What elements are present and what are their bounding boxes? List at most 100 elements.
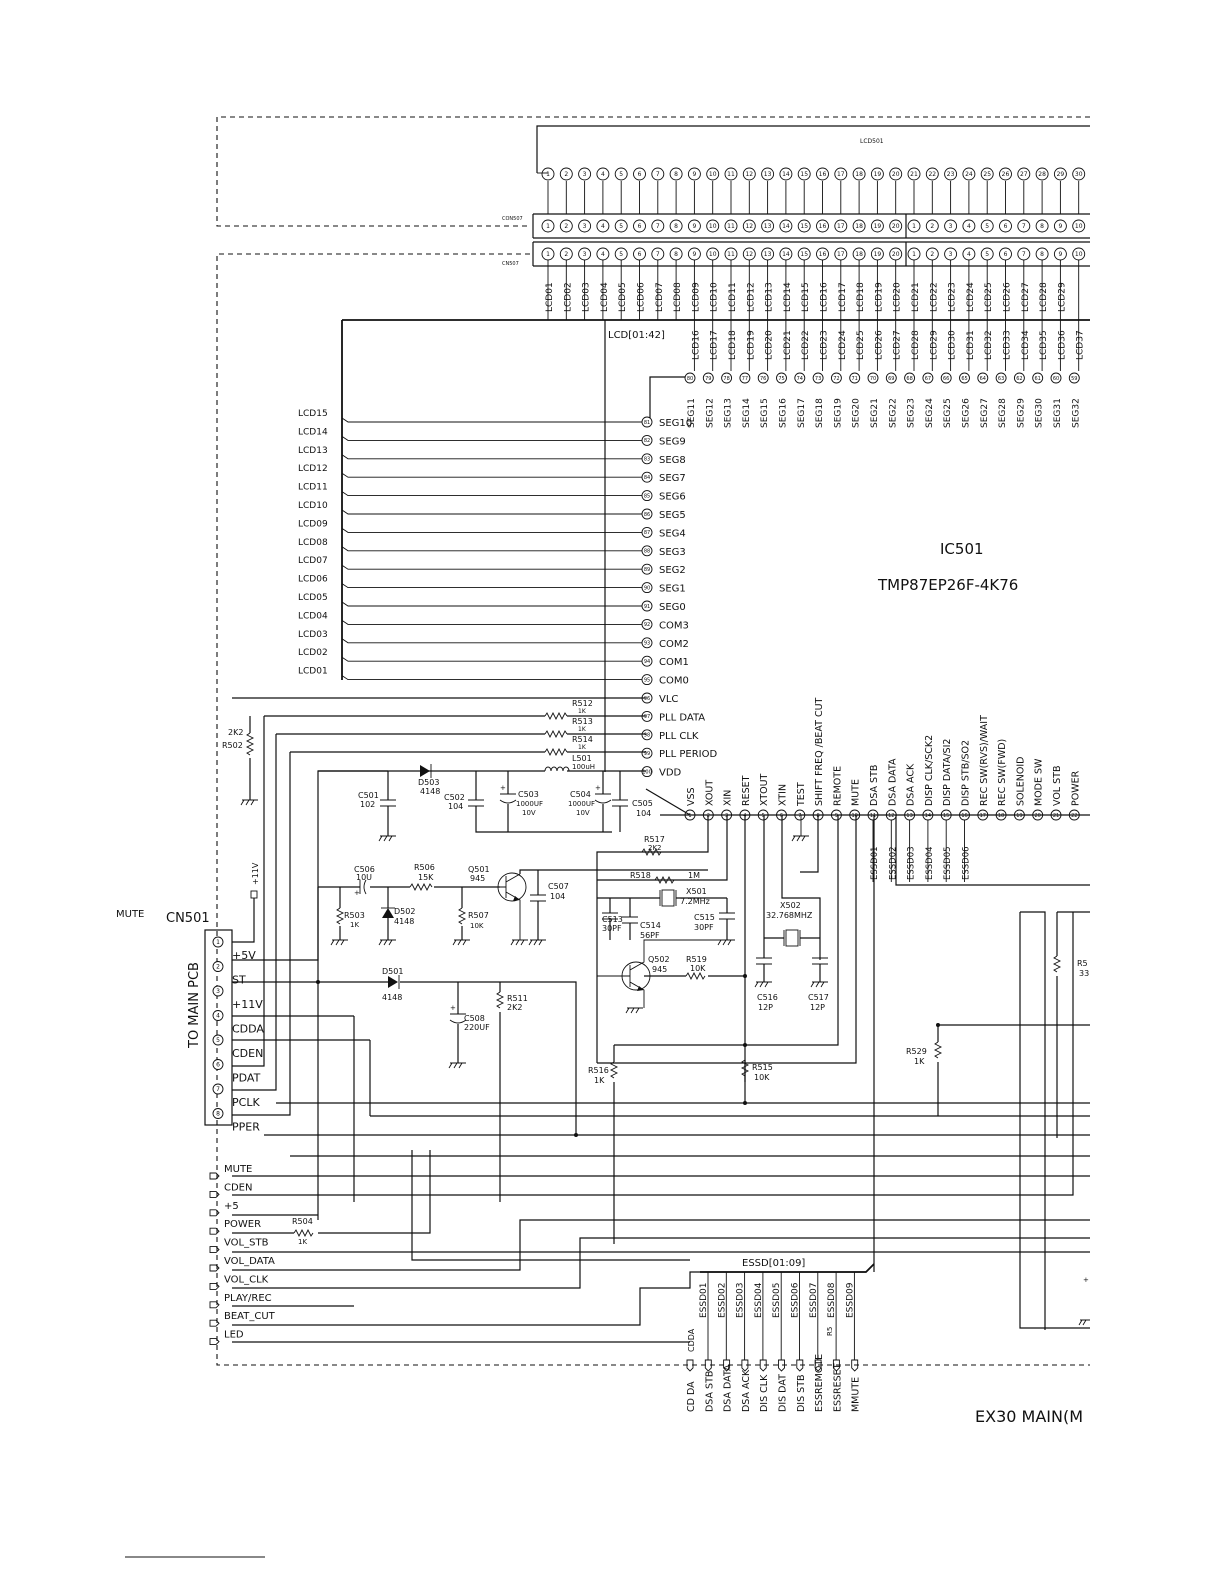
c504-ref: C504 xyxy=(570,790,591,799)
essd-line-label: ESSD02 xyxy=(717,1283,727,1319)
ic-top-pin-75-ring xyxy=(776,372,787,384)
ic-top-pin-66: 66 xyxy=(943,376,949,382)
lcd-net-upper: LCD27 xyxy=(1021,282,1031,312)
c505-ref: C505 xyxy=(632,799,653,808)
lcd-pin-16-ring xyxy=(816,167,829,181)
ic-left-pin-name: SEG6 xyxy=(659,492,686,503)
con507-pin-20: 20 xyxy=(892,223,900,230)
left-net-wire xyxy=(341,638,642,644)
oscillator-x501: R517 2K2 R518 1M X501 7.2MHz C513 30PF C… xyxy=(596,815,746,1103)
ic-bottom-pin-12: 12 xyxy=(888,813,894,819)
con507-pin-15-ring xyxy=(797,219,811,233)
l501-ref: L501 xyxy=(572,754,592,763)
con507-pin-20-ring xyxy=(889,219,903,233)
ic-top-pin-68: 68 xyxy=(906,376,912,382)
ic-top-pin-name: SEG14 xyxy=(742,398,752,428)
lcd-net-lower: LCD16 xyxy=(691,330,701,360)
ic-ref: IC501 xyxy=(940,540,984,558)
footer-title: EX30 MAIN(M xyxy=(975,1407,1083,1426)
cn507-pin-7: 7 xyxy=(1022,251,1026,258)
ic-top-pin-76-ring xyxy=(757,372,769,384)
cn501-pin-7: 7 xyxy=(216,1086,220,1093)
lcd-pin-25: 25 xyxy=(983,171,991,178)
lcd-pin-24-ring xyxy=(962,167,976,181)
ic-left-pin-name: SEG1 xyxy=(659,584,686,595)
con507-pin-10: 10 xyxy=(1075,223,1083,230)
lcd-net-upper: LCD02 xyxy=(563,282,573,312)
c503-plus: + xyxy=(500,784,506,792)
con507-pin-7: 7 xyxy=(1022,223,1026,230)
c517-ref: C517 xyxy=(808,993,829,1002)
ic-left-pin-92: 92 xyxy=(644,622,650,628)
ic-left-pin-name: PLL DATA xyxy=(659,712,705,723)
lcd-pin-19: 19 xyxy=(874,171,882,178)
ic-top-pins: 80SEG1179SEG1278SEG1377SEG1476SEG1575SEG… xyxy=(684,372,1081,428)
ic-top-pin-75: 75 xyxy=(778,376,784,382)
con507-pin-4: 4 xyxy=(601,223,605,230)
lcd-net-lower: LCD36 xyxy=(1057,330,1067,360)
cn501-pin-4: 4 xyxy=(216,1013,220,1020)
con507-pin-6: 6 xyxy=(1004,223,1008,230)
c504-val: 1000UF xyxy=(568,800,595,808)
ic-top-pin-64: 64 xyxy=(980,376,986,382)
pll-resistors: R512 1K R513 1K R514 1K L501 100uH xyxy=(232,697,646,772)
signal-port-flag xyxy=(209,1301,220,1309)
cn501-pin-label: +11V xyxy=(232,998,263,1011)
signal-port-flag xyxy=(209,1172,220,1180)
cn507-pin-1: 1 xyxy=(546,251,550,258)
cn501-pin-label: ST xyxy=(232,974,246,987)
c501-ref: C501 xyxy=(358,791,379,800)
con507-pin-17-ring xyxy=(834,219,848,233)
signal-port-flag xyxy=(209,1264,220,1272)
c515-ref: C515 xyxy=(694,913,715,922)
r506-val: 15K xyxy=(418,873,434,882)
con507-pin-2: 2 xyxy=(930,223,934,230)
essd-line-label: ESSD01 xyxy=(699,1283,709,1319)
signal-port-label: POWER xyxy=(224,1219,261,1230)
ic-bottom-pin-name: XIN xyxy=(723,790,734,806)
signal-port-label: VOL_CLK xyxy=(224,1274,269,1285)
c514-ref: C514 xyxy=(640,921,661,930)
cn501-pin-label: PCLK xyxy=(232,1096,260,1109)
left-net-label: LCD02 xyxy=(298,648,328,658)
r518-val: 1M xyxy=(688,871,700,880)
lcd-pin-15-ring xyxy=(797,167,811,181)
essd-bus-label: ESSD[01:09] xyxy=(742,1258,805,1269)
c508-val: 220UF xyxy=(464,1023,490,1032)
pullup-resistors: R516 1K R515 10K R529 1K R5 33 + xyxy=(588,815,1090,1330)
left-net-wire xyxy=(341,417,642,423)
signal-port-flag xyxy=(209,1282,220,1290)
lcd-net-lower: LCD29 xyxy=(929,330,939,360)
ic-part: TMP87EP26F-4K76 xyxy=(877,576,1018,594)
left-net-label: LCD08 xyxy=(298,538,328,548)
left-net-wire xyxy=(341,546,642,552)
con507-pin-1: 1 xyxy=(546,223,550,230)
ic-top-pin-name: SEG30 xyxy=(1035,398,1045,428)
c506-ref: C506 xyxy=(354,865,375,874)
ic-left-pin-90: 90 xyxy=(644,585,650,591)
c513-val: 30PF xyxy=(602,924,622,933)
cn507-pin-5: 5 xyxy=(985,251,989,258)
con507-pin-2-ring xyxy=(925,219,939,233)
c503-ref: C503 xyxy=(518,790,539,799)
ic-top-pin-77-ring xyxy=(739,372,751,384)
ic-left-pin-86: 86 xyxy=(644,512,650,518)
con507-pin-18: 18 xyxy=(855,223,863,230)
essd-r5-overlap: R5 xyxy=(826,1327,834,1336)
lcd-net-lower: LCD34 xyxy=(1021,330,1031,360)
r502-val: 2K2 xyxy=(228,728,243,737)
cn507-pin-19: 19 xyxy=(874,251,882,258)
cn507-pin-16: 16 xyxy=(819,251,827,258)
ic-top-pin-74: 74 xyxy=(797,376,803,382)
ic-top-pin-71: 71 xyxy=(852,376,858,382)
ic-left-pin-82: 82 xyxy=(644,438,650,444)
left-net-wire xyxy=(341,564,642,570)
ic-top-pin-name: SEG22 xyxy=(888,398,898,428)
lcd-pin-9-ring xyxy=(687,167,701,181)
ic-top-pin-60: 60 xyxy=(1053,376,1059,382)
signal-ports: MUTECDEN+5POWERVOL_STBVOL_DATAVOL_CLKPLA… xyxy=(209,1164,276,1346)
ic-left-pin-name: SEG3 xyxy=(659,547,686,558)
